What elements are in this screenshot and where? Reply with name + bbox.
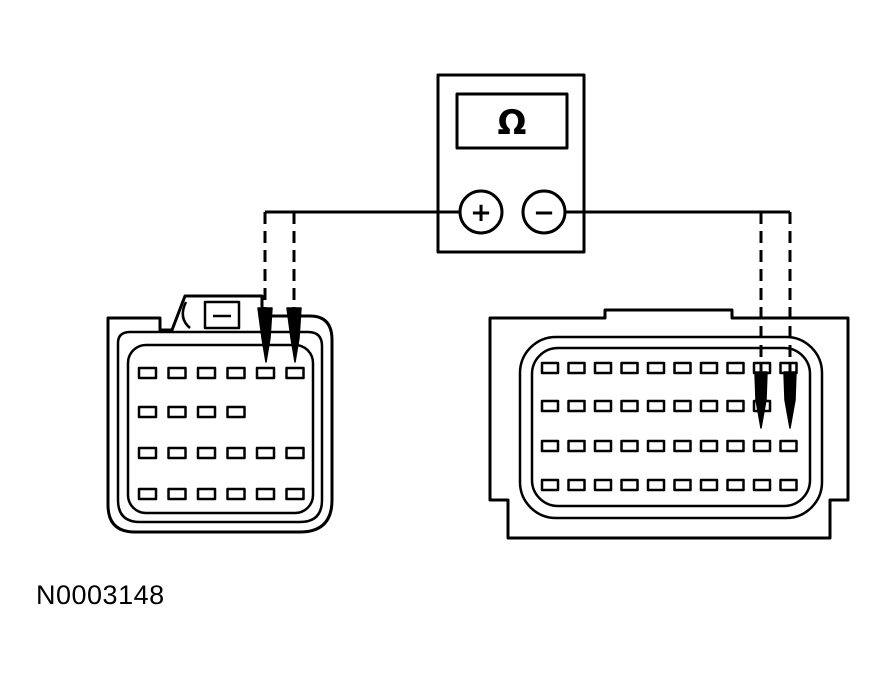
right-connector-pin [726, 439, 745, 453]
left-connector-pin [255, 446, 276, 460]
left-connector-pin [285, 446, 305, 460]
right-connector-pin [673, 439, 692, 453]
left-connector-pin [196, 487, 217, 501]
right-connector-pin [646, 361, 666, 375]
right-connector-pin [620, 439, 639, 453]
left-connector-pin [226, 366, 246, 380]
right-connector-pin [726, 361, 745, 375]
right-connector-pin [540, 361, 560, 375]
left-connector-pin [137, 446, 158, 460]
right-connector-pin [593, 361, 613, 375]
left-connector-pin [226, 405, 246, 419]
left-connector-pin [255, 366, 276, 380]
figure-reference-code: N0003148 [36, 580, 165, 610]
left-connector-pin [137, 366, 158, 380]
negative-terminal-label: − [533, 198, 555, 228]
left-connector-latch [203, 300, 241, 330]
right-connector-pin [699, 439, 719, 453]
right-connector-inner-wall [530, 346, 812, 508]
right-connector-pin [673, 361, 692, 375]
right-connector-pin [673, 399, 692, 413]
right-connector-pin [726, 478, 745, 492]
left-connector-pin [137, 405, 158, 419]
right-connector-pin [779, 439, 798, 453]
right-connector-pins [540, 361, 798, 492]
right-connector-pin [567, 478, 586, 492]
left-connector-pins [137, 366, 305, 501]
test-probes [257, 307, 797, 429]
left-connector-pin [285, 487, 305, 501]
right-connector-pin [567, 439, 586, 453]
left-connector-pin [167, 487, 187, 501]
positive-terminal-label: + [470, 198, 492, 228]
left-connector-pin [167, 446, 187, 460]
left-connector-latch-arm [181, 301, 191, 329]
left-connector-pin [196, 366, 217, 380]
right-probe-2-icon [783, 371, 797, 429]
right-connector-pin [699, 361, 719, 375]
right-connector-face [518, 335, 824, 520]
right-connector-pin [752, 439, 772, 453]
right-connector-pin [699, 478, 719, 492]
left-connector-inner-wall [116, 330, 324, 524]
right-connector-pin [540, 399, 560, 413]
ohmmeter-display [455, 92, 569, 150]
right-connector-pin [620, 361, 639, 375]
right-connector-pin [593, 439, 613, 453]
right-connector-pin [779, 478, 798, 492]
ohmmeter: Ω + − [436, 73, 586, 254]
left-connector-face [126, 343, 315, 515]
right-connector-pin [752, 478, 772, 492]
left-connector-pin [196, 446, 217, 460]
right-connector-pin [620, 478, 639, 492]
left-probe-2-icon [286, 307, 302, 363]
right-connector-pin [567, 399, 586, 413]
right-probe-1-icon [754, 371, 768, 429]
left-connector-pin [167, 405, 187, 419]
ohmmeter-body [436, 73, 586, 254]
right-connector-pin [593, 399, 613, 413]
right-connector-pin [540, 439, 560, 453]
left-probe-1-icon [257, 307, 273, 363]
right-connector-pin [726, 399, 745, 413]
right-connector-pin [673, 478, 692, 492]
left-connector-pin [137, 487, 158, 501]
right-connector-pin [646, 399, 666, 413]
left-connector-pin [167, 366, 187, 380]
right-connector-pin [540, 478, 560, 492]
left-connector-pin [226, 487, 246, 501]
right-connector-pin [646, 439, 666, 453]
right-connector-pin [646, 478, 666, 492]
left-connector-pin [285, 366, 305, 380]
left-connector [106, 294, 334, 534]
test-leads [263, 210, 792, 372]
right-connector-pin [699, 399, 719, 413]
right-connector-pin [567, 361, 586, 375]
right-connector-pin [593, 478, 613, 492]
ohm-symbol: Ω [498, 103, 527, 143]
right-connector-pin [620, 399, 639, 413]
left-connector-pin [255, 487, 276, 501]
left-connector-pin [196, 405, 217, 419]
right-connector-housing [488, 308, 850, 540]
right-connector [488, 308, 850, 540]
left-connector-pin [226, 446, 246, 460]
